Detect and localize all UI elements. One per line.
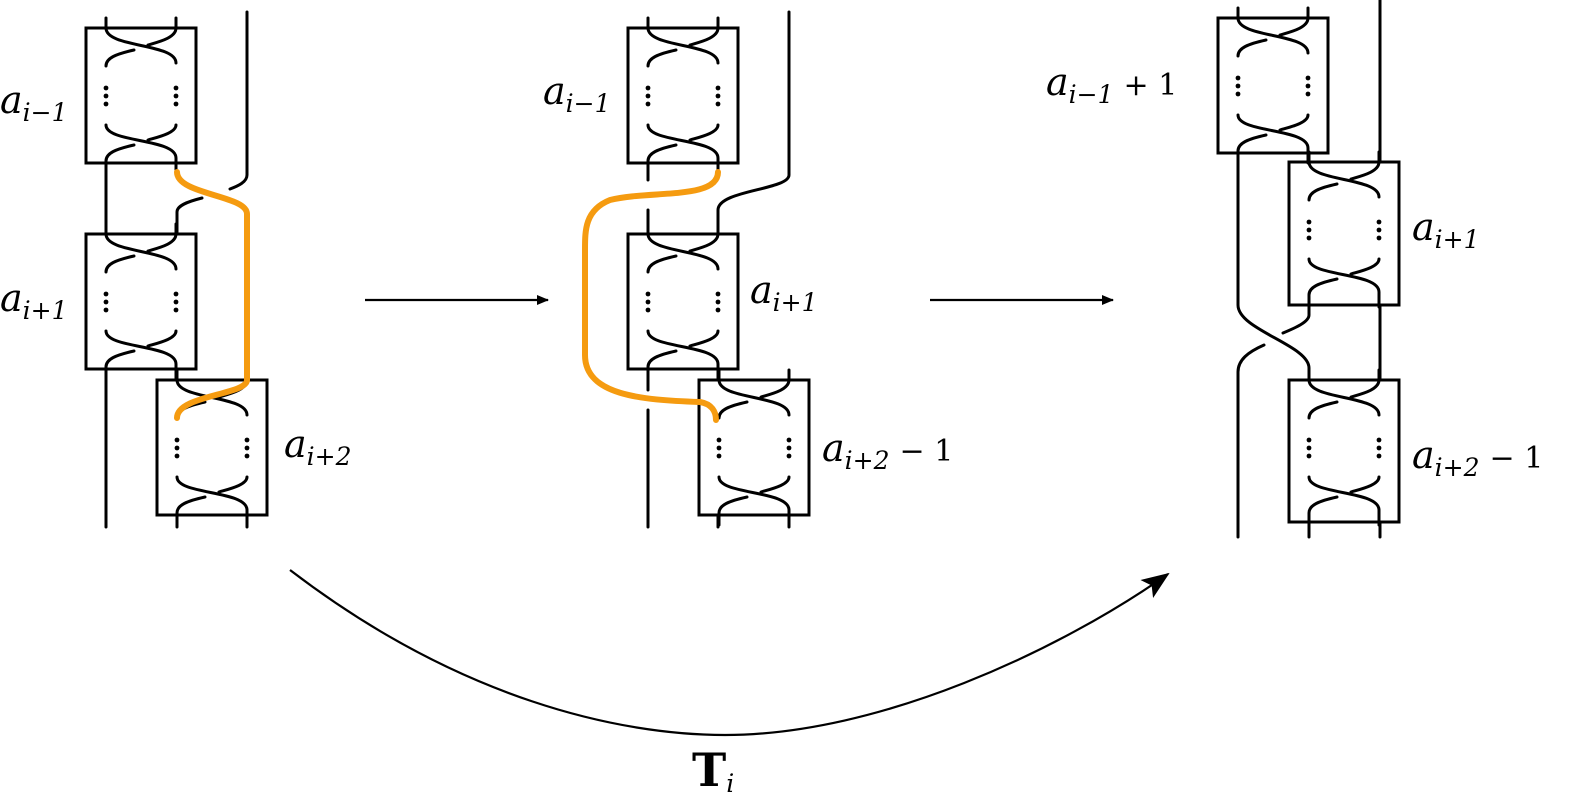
panel-middle: ai−1 ai+1 ai+2− 1 <box>543 10 953 529</box>
box-bot <box>155 368 269 527</box>
label-box-bot: ai+2− 1 <box>1412 433 1543 482</box>
box-top <box>84 16 198 175</box>
label-box-mid: ai+1 <box>0 276 68 325</box>
box-mid <box>1287 150 1401 309</box>
transform-label: Ti <box>692 743 734 798</box>
highlighted-strand <box>582 169 721 423</box>
box-mid <box>84 222 198 381</box>
box-bot <box>697 368 811 527</box>
curved-transform-arrow <box>289 569 1170 737</box>
label-box-bot: ai+2 <box>284 422 352 471</box>
panel-right: ai−1+ 1 ai+1 ai+2− 1 <box>1046 0 1543 539</box>
label-box-top: ai−1 <box>543 69 611 118</box>
strand-right <box>228 10 249 191</box>
box-top <box>1216 6 1330 165</box>
panel-left: ai−1 ai+1 ai+2 <box>0 10 352 529</box>
label-box-mid: ai+1 <box>1412 205 1480 254</box>
box-bot <box>1287 368 1401 527</box>
box-top <box>626 16 740 175</box>
label-box-top: ai−1+ 1 <box>1046 60 1177 109</box>
label-box-bot: ai+2− 1 <box>822 426 953 475</box>
highlighted-strand <box>174 169 250 421</box>
box-mid <box>626 222 740 381</box>
label-box-top: ai−1 <box>0 78 68 127</box>
strand-gap <box>175 196 204 236</box>
label-box-mid: ai+1 <box>750 268 818 317</box>
